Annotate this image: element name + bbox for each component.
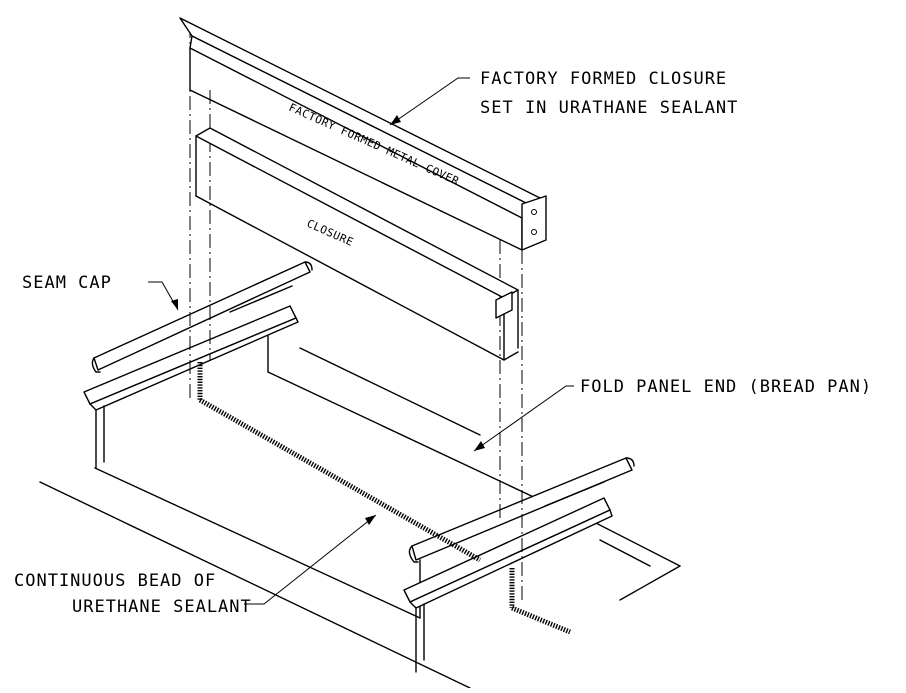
bead-callout-line1: CONTINUOUS BEAD OF <box>14 571 216 591</box>
roof-deck <box>39 329 681 689</box>
metal-cover-label: FACTORY FORMED METAL COVER <box>287 101 461 188</box>
closure-block <box>195 127 519 361</box>
fold-panel-callout: FOLD PANEL END (BREAD PAN) <box>580 377 872 397</box>
metal-cover <box>179 17 547 251</box>
explode-lines <box>189 24 523 600</box>
bead-callout-line2: URETHANE SEALANT <box>72 597 252 617</box>
closure-callout-line1: FACTORY FORMED CLOSURE <box>480 69 727 89</box>
leaders <box>148 77 574 605</box>
sealant-bead <box>197 362 571 635</box>
seam-cap-callout: SEAM CAP <box>22 273 112 293</box>
closure-label: CLOSURE <box>305 217 356 249</box>
closure-callout-line2: SET IN URATHANE SEALANT <box>480 98 738 118</box>
